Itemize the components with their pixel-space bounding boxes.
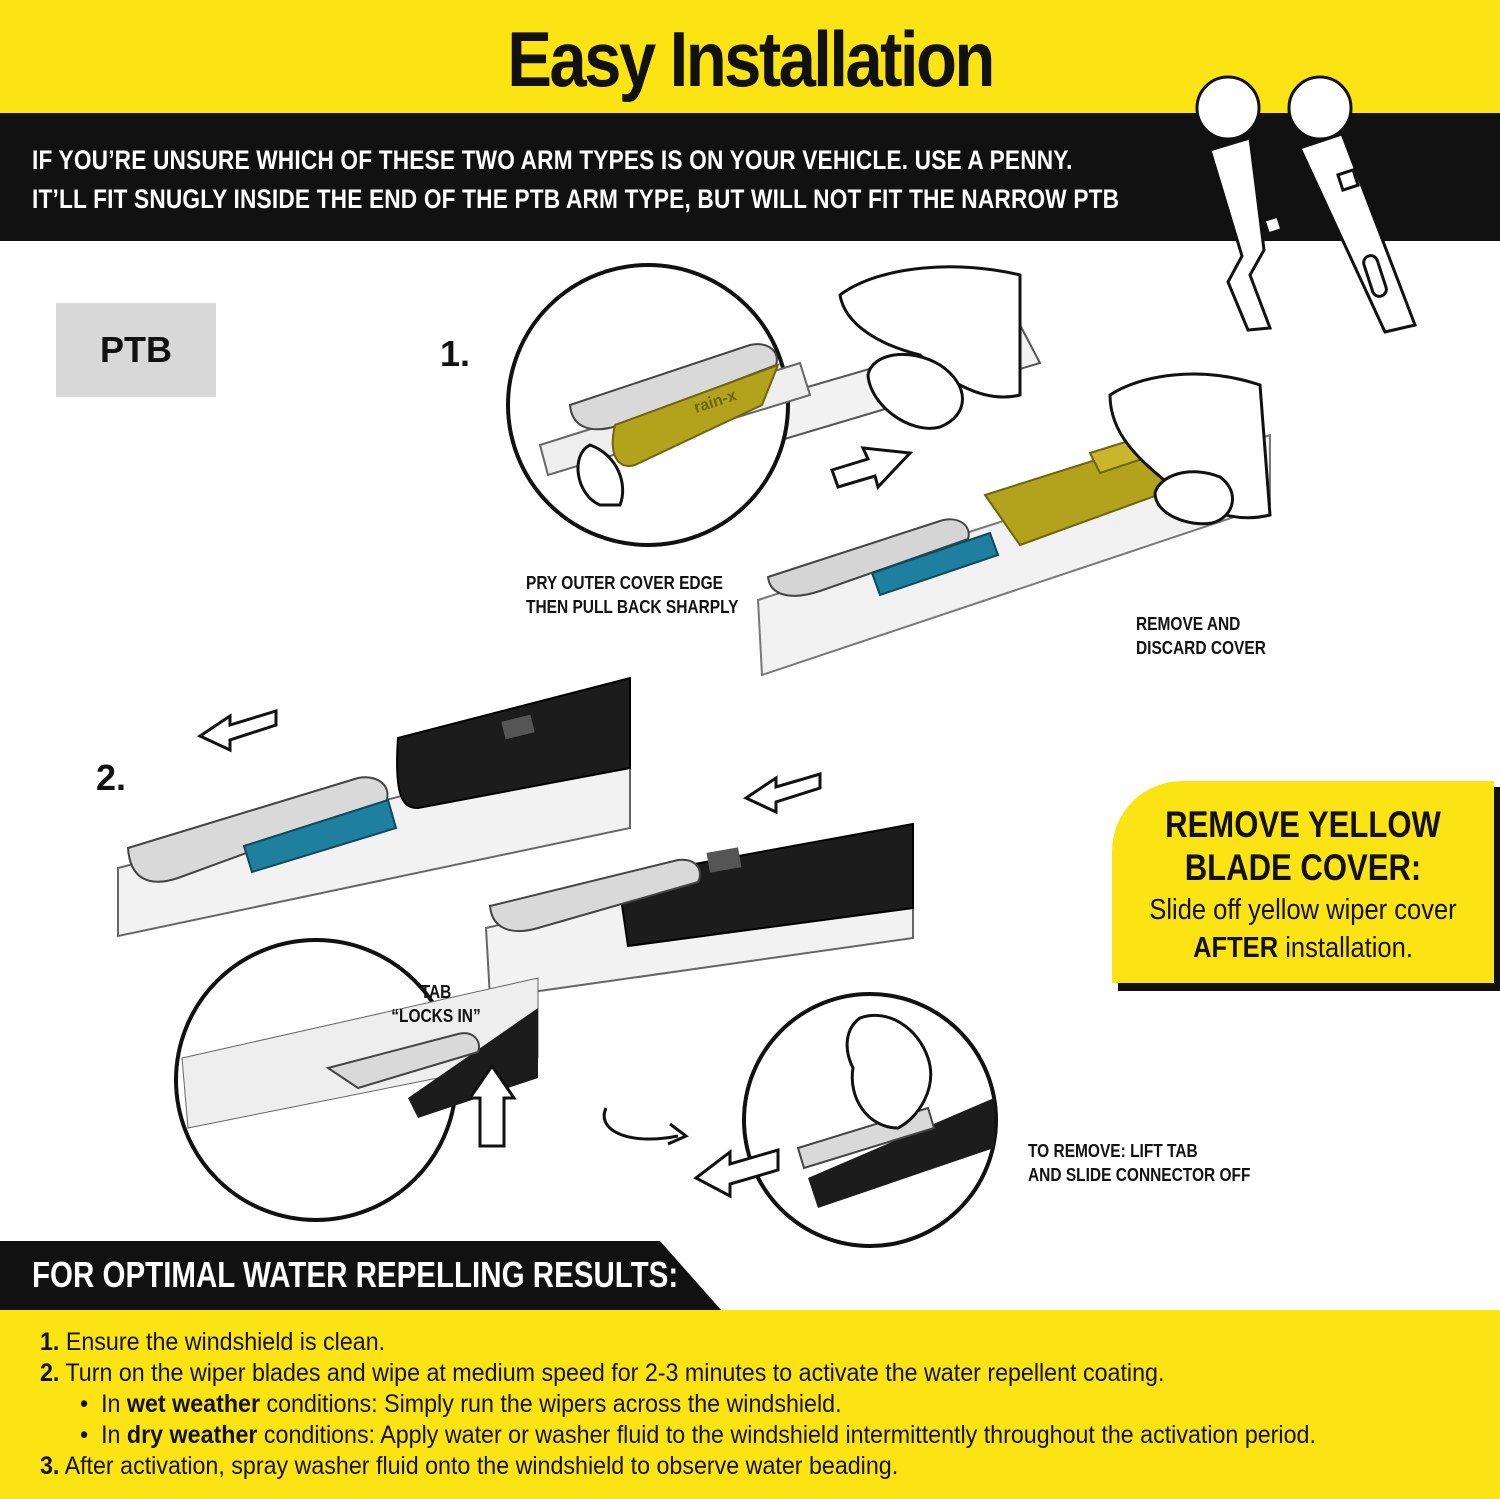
black-blade-1 — [396, 676, 631, 810]
yellow-cover-1 — [611, 363, 780, 467]
callout-heading: REMOVE YELLOW BLADE COVER: — [1143, 803, 1464, 889]
page-title: Easy Installation — [507, 15, 995, 103]
caption-pry-1: PRY OUTER COVER EDGE — [526, 573, 723, 593]
caption-tab-2: “LOCKS IN” — [391, 1006, 481, 1026]
results-bullet-1-post: conditions: Simply run the wipers across… — [260, 1390, 842, 1418]
callout-heading-line-2: BLADE COVER: — [1184, 847, 1422, 888]
bullet-dot-1: • — [80, 1390, 102, 1418]
results-item-3: 3. After activation, spray washer fluid … — [40, 1452, 898, 1481]
blue-connector-1 — [870, 531, 1000, 597]
arrow-right-1 — [830, 446, 914, 490]
step-1-number: 1. — [440, 333, 471, 374]
step-2-number: 2. — [96, 757, 127, 798]
thumb-1 — [866, 352, 964, 430]
caption-tab-1: TAB — [420, 982, 452, 1002]
caption-pry-2: THEN PULL BACK SHARPLY — [526, 597, 739, 617]
curved-arrow — [602, 1107, 679, 1141]
results-bullet-2-post: conditions: Apply water or washer fluid … — [257, 1421, 1316, 1449]
results-item-1-text: Ensure the windshield is clean. — [59, 1328, 386, 1356]
ptb-label: PTB — [56, 303, 216, 397]
results-item-2-number: 2. — [40, 1359, 60, 1387]
results-bullet-2-pre: In — [101, 1421, 127, 1449]
arrow-left-3 — [693, 1148, 780, 1199]
arrow-left-2 — [742, 771, 822, 815]
results-bullet-1-bold: wet weather — [126, 1390, 261, 1418]
blue-connector-2 — [242, 798, 398, 874]
arm-narrow-ptb — [1297, 132, 1418, 334]
bullet-dot-2: • — [80, 1421, 102, 1449]
callout-body: Slide off yellow wiper cover AFTER insta… — [1135, 891, 1471, 967]
connector-housing-4 — [488, 858, 701, 932]
caption-lift-2: AND SLIDE CONNECTOR OFF — [1028, 1165, 1251, 1185]
detail-circle-3 — [742, 992, 998, 1248]
results-banner — [0, 1241, 722, 1311]
hand-lift — [845, 1013, 933, 1130]
thumb-2 — [1153, 470, 1234, 526]
penny-right — [1287, 75, 1353, 141]
callout-box: REMOVE YELLOW BLADE COVER: Slide off yel… — [1112, 781, 1494, 983]
caption-remove-1: REMOVE AND — [1136, 614, 1241, 634]
callout-body-rest: installation. — [1278, 932, 1413, 964]
results-item-1: 1. Ensure the windshield is clean. — [40, 1328, 385, 1357]
step-2-illustration — [117, 676, 998, 1248]
black-blade-2 — [616, 822, 914, 948]
connector-housing-3 — [126, 776, 389, 883]
black-blade-4 — [808, 1098, 994, 1208]
penny-left — [1195, 75, 1261, 141]
callout-body-bold: AFTER — [1193, 932, 1279, 964]
results-bullet-1: • In wet weather conditions: Simply run … — [80, 1390, 842, 1419]
finger-1 — [576, 443, 625, 507]
callout-heading-line-1: REMOVE YELLOW — [1165, 804, 1441, 845]
results-bullet-1-pre: In — [101, 1390, 127, 1418]
callout-body-line-2: AFTER installation. — [1135, 929, 1471, 967]
notice-line-2: IT’LL FIT SNUGLY INSIDE THE END OF THE P… — [32, 184, 1120, 214]
results-item-3-text: After activation, spray washer fluid ont… — [59, 1452, 899, 1480]
remove-cover-callout: REMOVE YELLOW BLADE COVER: Slide off yel… — [1112, 781, 1500, 991]
caption-lift-1: TO REMOVE: LIFT TAB — [1028, 1141, 1198, 1161]
notice-line-1: IF YOU’RE UNSURE WHICH OF THESE TWO ARM … — [32, 145, 1073, 175]
step-1-illustration: rain-x — [506, 263, 1272, 677]
black-blade-3 — [408, 1008, 538, 1118]
results-item-1-number: 1. — [40, 1328, 60, 1356]
arrow-up — [467, 1063, 517, 1148]
arm-types-illustration — [1195, 75, 1418, 334]
connector-housing-5 — [325, 1032, 480, 1090]
hand-top-1 — [838, 265, 1022, 399]
results-band — [0, 1310, 1500, 1499]
results-bullet-2: • In dry weather conditions: Apply water… — [80, 1421, 1316, 1450]
caption-remove-2: DISCARD COVER — [1136, 638, 1266, 658]
results-item-2-text: Turn on the wiper blades and wipe at med… — [59, 1359, 1165, 1387]
results-item-2: 2. Turn on the wiper blades and wipe at … — [40, 1359, 1164, 1388]
arrow-left-1 — [203, 688, 276, 723]
arm-ptb — [1208, 136, 1273, 332]
results-bullet-2-bold: dry weather — [126, 1421, 258, 1449]
results-item-3-number: 3. — [40, 1452, 60, 1480]
results-heading: FOR OPTIMAL WATER REPELLING RESULTS: — [32, 1254, 679, 1295]
callout-body-line-1: Slide off yellow wiper cover — [1149, 894, 1457, 926]
